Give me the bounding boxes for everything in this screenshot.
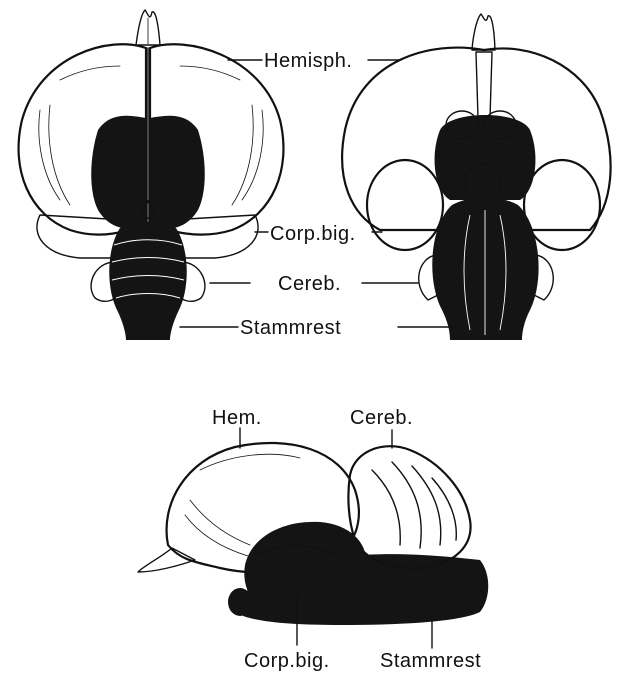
cerebellum-lateral <box>348 446 470 568</box>
label-cereb-bottom: Cereb. <box>350 407 413 429</box>
olfactory-bulb-right <box>472 14 495 50</box>
label-corp-big-top: Corp.big. <box>270 223 356 245</box>
label-stammrest-top: Stammrest <box>240 317 341 339</box>
label-cereb-top: Cereb. <box>278 273 341 295</box>
corp-big-ventral-right <box>524 160 600 250</box>
lateral-view-brain <box>138 443 488 625</box>
label-stammrest-bottom: Stammrest <box>380 650 481 672</box>
label-hem: Hem. <box>212 407 262 429</box>
corp-big-ventral-left <box>367 160 443 250</box>
label-hemisph: Hemisph. <box>264 50 352 72</box>
ventral-view-brain <box>342 14 610 340</box>
dark-midbrain-dorsal <box>91 116 146 229</box>
label-corp-big-bottom: Corp.big. <box>244 650 330 672</box>
